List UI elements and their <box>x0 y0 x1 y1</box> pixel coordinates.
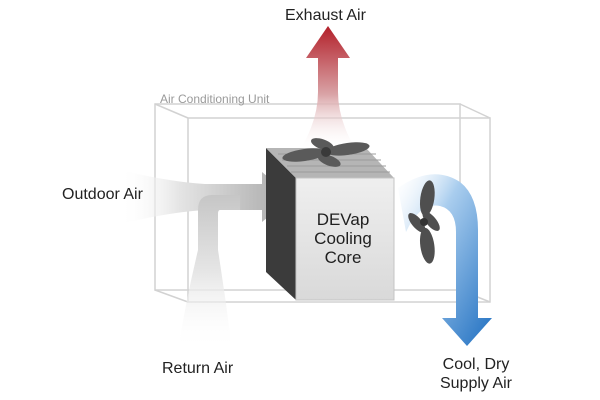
return-air-label: Return Air <box>162 360 234 377</box>
exhaust-air-arrow <box>300 26 356 150</box>
return-air-arrow <box>178 195 240 350</box>
core-label-line3: Core <box>324 248 362 267</box>
supply-air-arrow <box>398 174 492 346</box>
core-label-line1: DEVap <box>316 210 370 229</box>
core-label-line2: Cooling <box>314 229 372 248</box>
cooling-core-label: DEVap Cooling Core <box>296 210 390 267</box>
fan-icon <box>408 180 440 264</box>
exhaust-air-label: Exhaust Air <box>285 7 366 24</box>
outdoor-air-label: Outdoor Air <box>62 186 143 203</box>
fan-icon <box>282 138 370 167</box>
supply-air-label-line2: Supply Air <box>439 375 513 392</box>
supply-air-label: Cool, Dry Supply Air <box>424 355 528 393</box>
unit-label: Air Conditioning Unit <box>160 92 270 106</box>
supply-air-label-line1: Cool, Dry <box>442 356 510 373</box>
